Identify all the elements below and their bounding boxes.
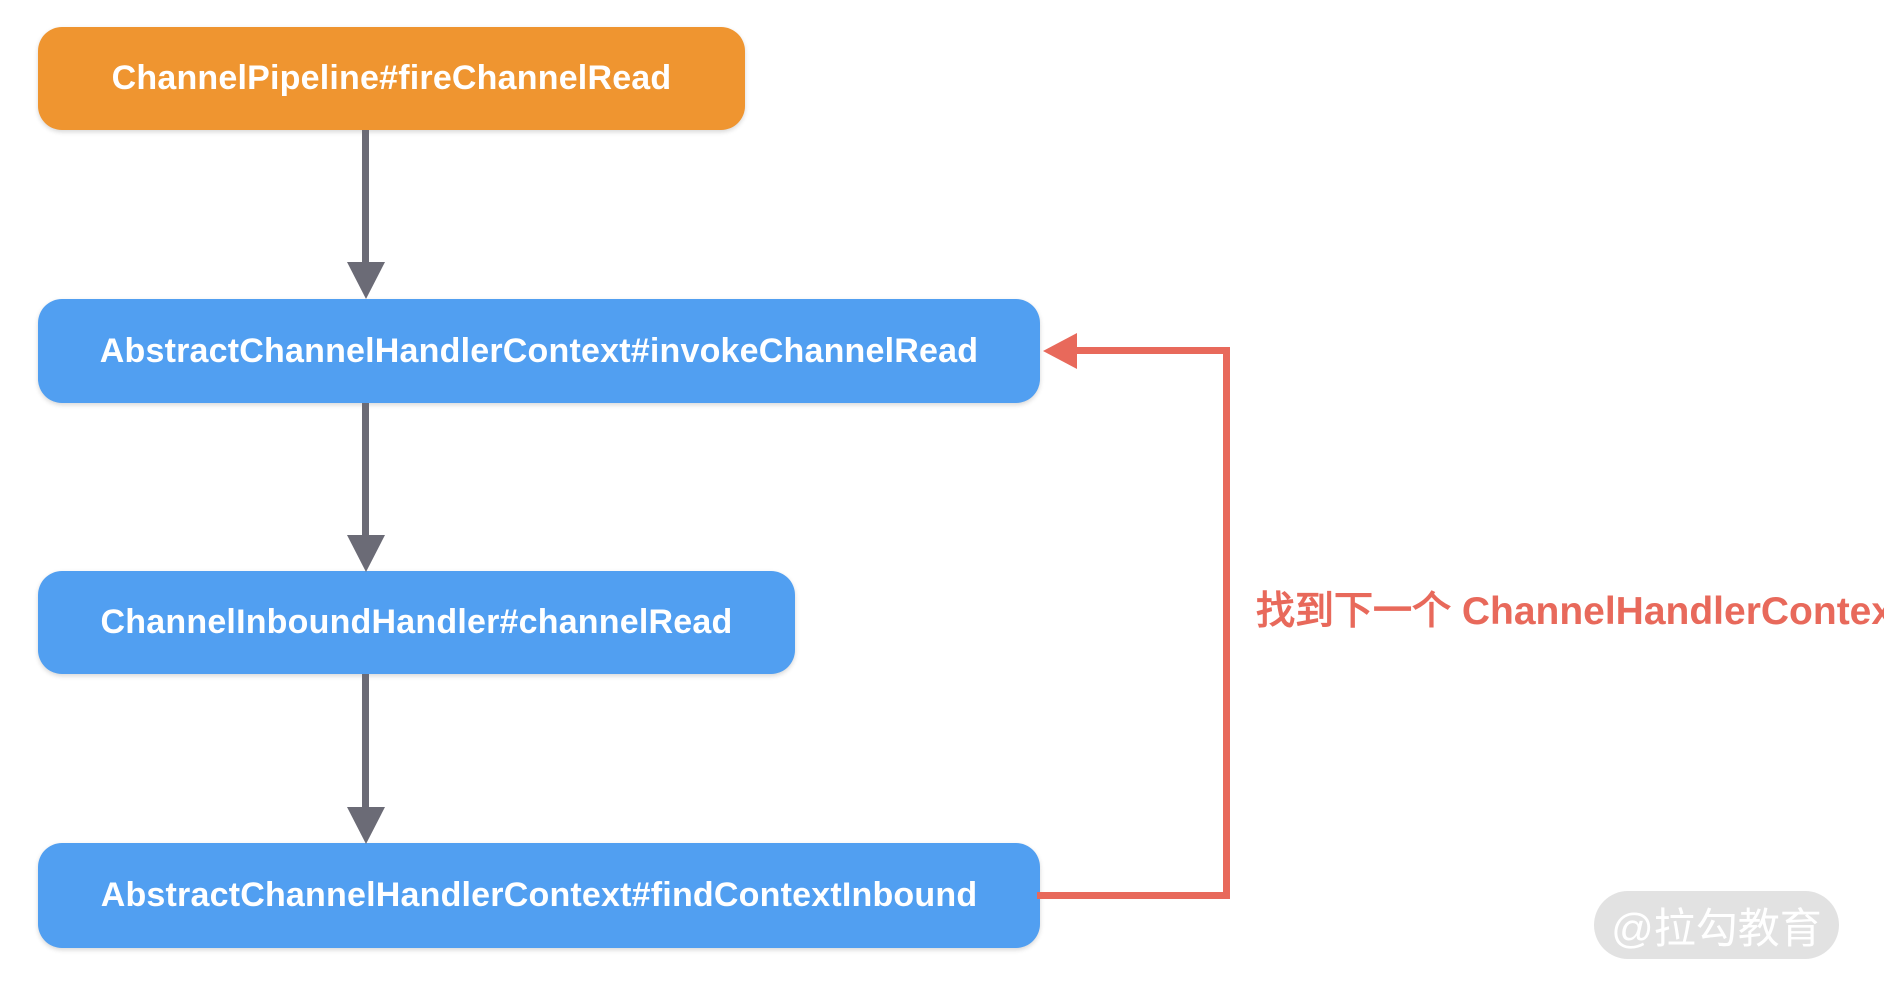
node-find-context-inbound: AbstractChannelHandlerContext#findContex… (38, 843, 1040, 948)
loop-arrow-top-segment (1076, 347, 1230, 354)
watermark-badge: @拉勾教育 (1594, 891, 1839, 959)
node-label: AbstractChannelHandlerContext#findContex… (100, 876, 978, 914)
loop-annotation-text: 找到下一个 ChannelHandlerContext (1256, 590, 1884, 633)
arrowhead-down-icon (347, 807, 385, 844)
flow-arrow-2-line (362, 403, 369, 536)
node-label: ChannelPipeline#fireChannelRead (111, 59, 672, 97)
node-label: AbstractChannelHandlerContext#invokeChan… (99, 331, 979, 370)
node-fire-channel-read: ChannelPipeline#fireChannelRead (38, 27, 745, 130)
node-channel-read: ChannelInboundHandler#channelRead (38, 571, 795, 674)
flow-arrow-1-line (362, 130, 369, 264)
loop-arrow-vertical-segment (1223, 347, 1230, 899)
arrowhead-down-icon (347, 535, 385, 572)
watermark-label: @拉勾教育 (1611, 904, 1822, 952)
arrowhead-down-icon (347, 262, 385, 299)
node-label: ChannelInboundHandler#channelRead (100, 603, 733, 641)
flow-arrow-3-line (362, 674, 369, 808)
node-invoke-channel-read: AbstractChannelHandlerContext#invokeChan… (38, 299, 1040, 403)
arrowhead-left-icon (1043, 333, 1077, 369)
loop-arrow-bottom-segment (1037, 892, 1230, 899)
